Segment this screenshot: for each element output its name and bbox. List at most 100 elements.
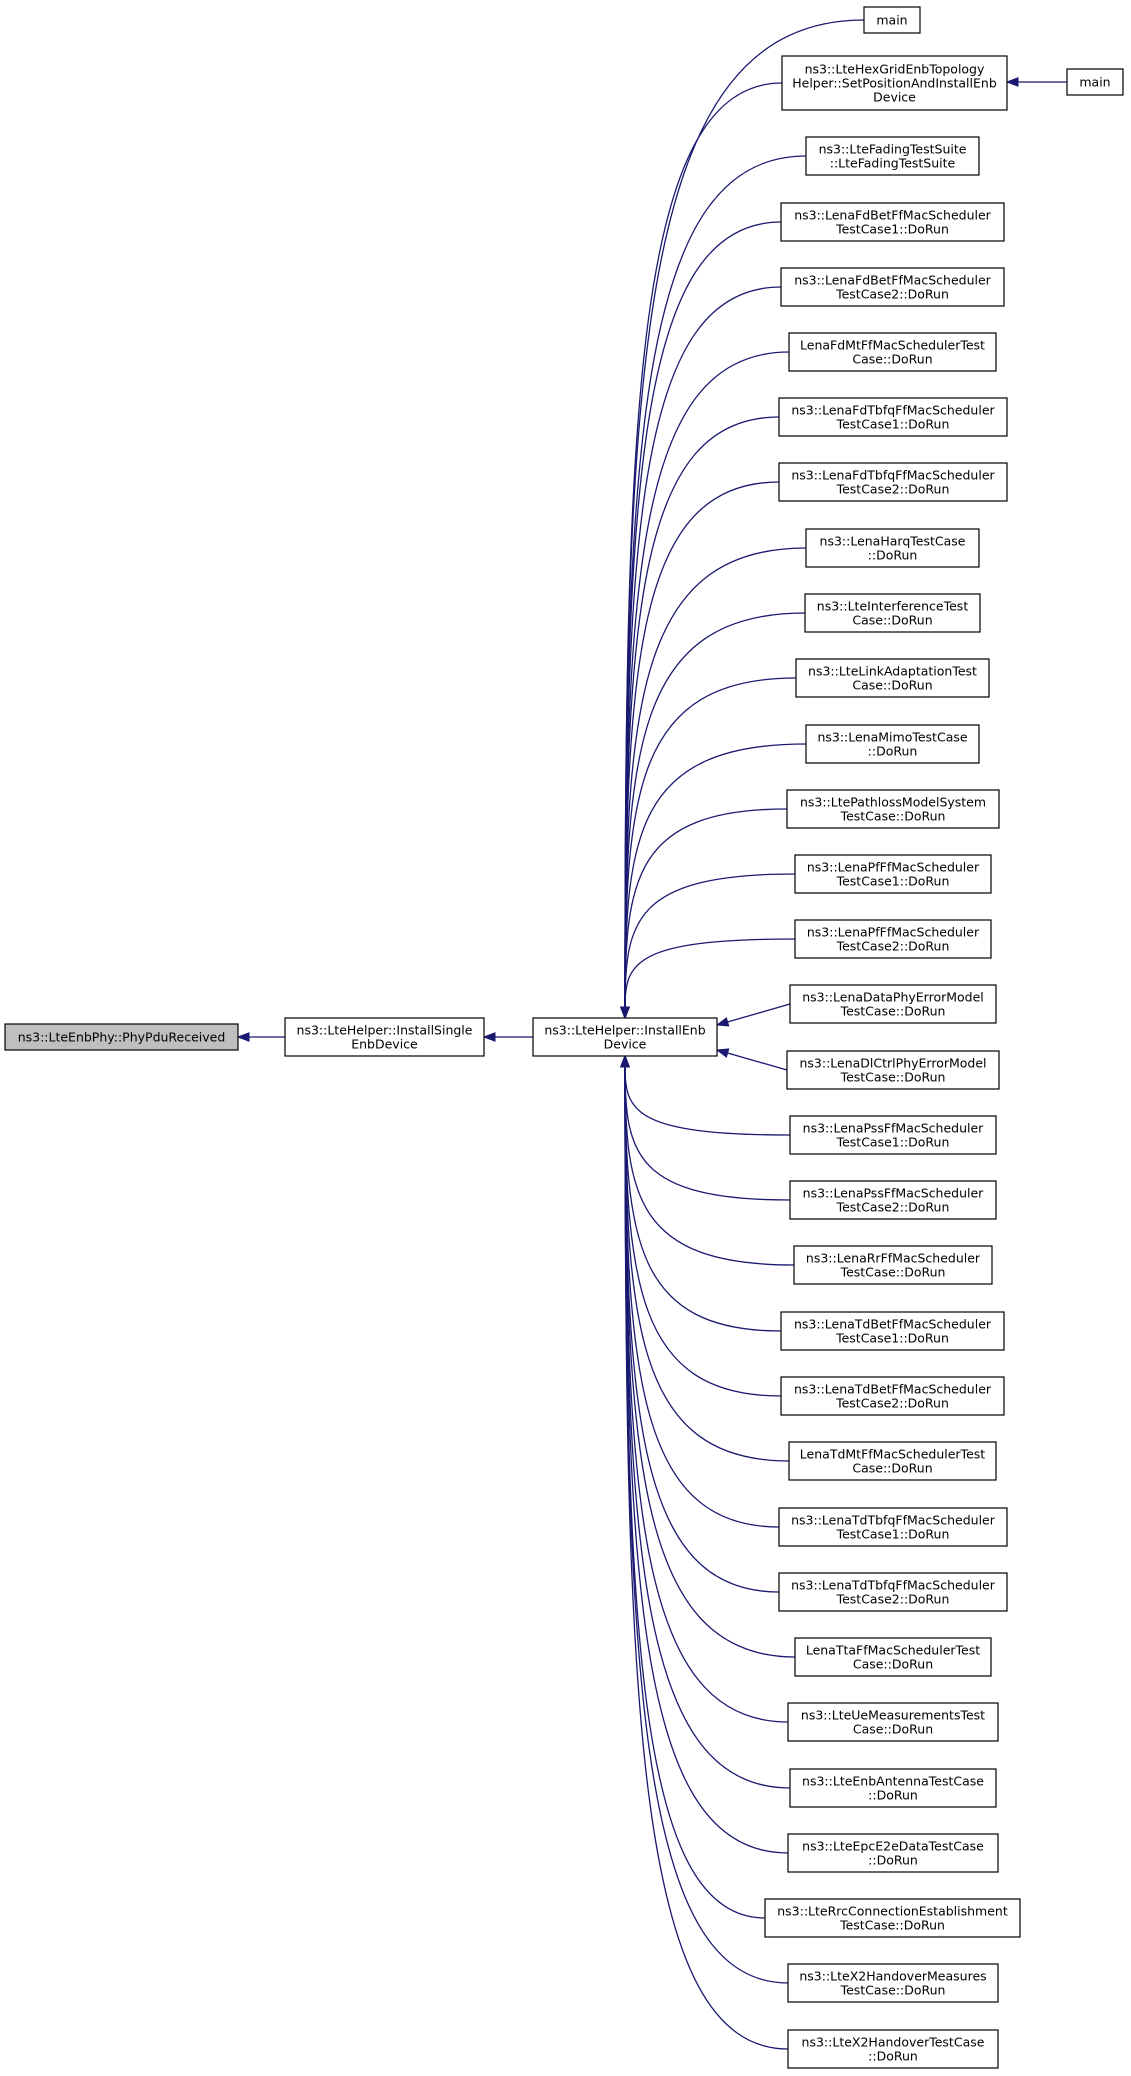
node-label-line: ns3::LenaDlCtrlPhyErrorModel <box>799 1056 986 1071</box>
edge-c30-to-enb <box>624 1066 789 1984</box>
node-caller-c6[interactable]: ns3::LenaFdTbfqFfMacSchedulerTestCase1::… <box>778 397 1008 437</box>
node-caller-c29[interactable]: ns3::LteRrcConnectionEstablishmentTestCa… <box>764 1898 1021 1938</box>
node-caller-c14[interactable]: ns3::LenaPfFfMacSchedulerTestCase2::DoRu… <box>794 919 992 959</box>
node-caller-c9-box <box>804 593 981 633</box>
node-caller-c0-box <box>863 6 921 34</box>
node-caller-c16-box <box>786 1050 1000 1090</box>
node-label-line: LenaTtaFfMacSchedulerTest <box>806 1643 980 1658</box>
node-caller-c1[interactable]: ns3::LteHexGridEnbTopologyHelper::SetPos… <box>781 55 1008 111</box>
node-caller-c27[interactable]: ns3::LteEnbAntennaTestCase::DoRun <box>789 1768 997 1808</box>
edge-main-to-hexgrid-arrowhead <box>1005 77 1019 87</box>
node-hexgrid-main[interactable]: main <box>1066 68 1124 96</box>
node-caller-c0[interactable]: main <box>863 6 921 34</box>
node-label-line: ns3::LenaFdBetFfMacScheduler <box>794 208 991 223</box>
node-label-line: ns3::LteLinkAdaptationTest <box>808 664 977 679</box>
node-caller-c20[interactable]: ns3::LenaTdBetFfMacSchedulerTestCase1::D… <box>780 1311 1005 1351</box>
node-phypdureceived-box <box>4 1023 239 1051</box>
node-label-line: Case::DoRun <box>853 1657 933 1672</box>
edge-c11-to-enb <box>624 743 807 1008</box>
node-caller-c25-box <box>794 1637 992 1677</box>
node-label-line: ns3::LenaMimoTestCase <box>817 730 967 745</box>
edge-c27-to-enb <box>624 1066 791 1789</box>
node-caller-c18[interactable]: ns3::LenaPssFfMacSchedulerTestCase2::DoR… <box>789 1180 997 1220</box>
node-caller-c21[interactable]: ns3::LenaTdBetFfMacSchedulerTestCase2::D… <box>780 1376 1005 1416</box>
node-caller-c16[interactable]: ns3::LenaDlCtrlPhyErrorModelTestCase::Do… <box>786 1050 1000 1090</box>
node-caller-c31[interactable]: ns3::LteX2HandoverTestCase::DoRun <box>787 2029 999 2069</box>
node-label-line: ns3::LenaFdTbfqFfMacScheduler <box>791 468 995 483</box>
node-label-line: ::DoRun <box>868 1853 918 1868</box>
node-caller-c21-box <box>780 1376 1005 1416</box>
node-label-line: ns3::LteEpcE2eDataTestCase <box>802 1839 984 1854</box>
node-caller-c7-box <box>778 462 1008 502</box>
node-installenbdevice-box <box>532 1017 718 1057</box>
node-label-line: Device <box>604 1037 647 1052</box>
node-label-line: Case::DoRun <box>852 1461 932 1476</box>
node-label-line: ns3::LteHexGridEnbTopology <box>805 62 985 77</box>
edge-c13-to-enb <box>624 873 796 1008</box>
node-caller-c30-box <box>787 1963 999 2003</box>
edge-c16-to-enb-arrowhead <box>715 1048 730 1058</box>
node-label-line: TestCase::DoRun <box>840 1004 946 1019</box>
node-label-line: ::DoRun <box>868 744 918 759</box>
node-caller-c11[interactable]: ns3::LenaMimoTestCase::DoRun <box>805 724 980 764</box>
node-installsingleenbdevice-box <box>284 1017 485 1057</box>
node-caller-c4[interactable]: ns3::LenaFdBetFfMacSchedulerTestCase2::D… <box>780 267 1005 307</box>
edge-c7-to-enb <box>624 481 780 1008</box>
node-caller-c13[interactable]: ns3::LenaPfFfMacSchedulerTestCase1::DoRu… <box>794 854 992 894</box>
node-caller-c2[interactable]: ns3::LteFadingTestSuite::LteFadingTestSu… <box>805 136 980 176</box>
node-caller-c6-box <box>778 397 1008 437</box>
node-caller-c8[interactable]: ns3::LenaHarqTestCase::DoRun <box>805 528 980 568</box>
node-caller-c28[interactable]: ns3::LteEpcE2eDataTestCase::DoRun <box>787 1833 999 1873</box>
node-caller-c17[interactable]: ns3::LenaPssFfMacSchedulerTestCase1::DoR… <box>789 1115 997 1155</box>
edge-c17-to-enb <box>624 1066 791 1136</box>
node-phypdureceived[interactable]: ns3::LteEnbPhy::PhyPduReceived <box>4 1023 239 1051</box>
node-label-line: ns3::LteFadingTestSuite <box>819 142 967 157</box>
node-caller-c12-box <box>786 789 1000 829</box>
edge-c8-to-enb <box>624 547 807 1008</box>
node-caller-c30[interactable]: ns3::LteX2HandoverMeasuresTestCase::DoRu… <box>787 1963 999 2003</box>
node-label-line: TestCase1::DoRun <box>836 874 950 889</box>
node-caller-c1-box <box>781 55 1008 111</box>
node-caller-c15[interactable]: ns3::LenaDataPhyErrorModelTestCase::DoRu… <box>789 984 997 1024</box>
node-label-line: ns3::LenaTdBetFfMacScheduler <box>794 1317 992 1332</box>
node-label-line: EnbDevice <box>351 1037 418 1052</box>
node-label-line: ::DoRun <box>868 2049 918 2064</box>
node-caller-c17-box <box>789 1115 997 1155</box>
node-label-line: TestCase2::DoRun <box>836 1592 950 1607</box>
edge-c16-to-enb <box>727 1052 788 1071</box>
node-label-line: Helper::SetPositionAndInstallEnb <box>792 76 997 91</box>
node-label-line: main <box>1079 75 1110 90</box>
node-label-line: ns3::LenaTdBetFfMacScheduler <box>794 1382 992 1397</box>
node-caller-c7[interactable]: ns3::LenaFdTbfqFfMacSchedulerTestCase2::… <box>778 462 1008 502</box>
node-label-line: ns3::LenaPssFfMacScheduler <box>803 1186 985 1201</box>
node-caller-c3[interactable]: ns3::LenaFdBetFfMacSchedulerTestCase1::D… <box>780 202 1005 242</box>
node-label-line: ns3::LteHelper::InstallSingle <box>297 1023 473 1038</box>
node-caller-c13-box <box>794 854 992 894</box>
node-label-line: Device <box>873 90 916 105</box>
node-label-line: TestCase1::DoRun <box>835 222 949 237</box>
node-caller-c15-box <box>789 984 997 1024</box>
node-caller-c14-box <box>794 919 992 959</box>
node-caller-c23[interactable]: ns3::LenaTdTbfqFfMacSchedulerTestCase1::… <box>778 1507 1008 1547</box>
node-caller-c8-box <box>805 528 980 568</box>
edge-c31-to-enb-arrowhead <box>620 1054 630 1068</box>
node-label-line: ns3::LenaTdTbfqFfMacScheduler <box>791 1578 996 1593</box>
node-caller-c24[interactable]: ns3::LenaTdTbfqFfMacSchedulerTestCase2::… <box>778 1572 1008 1612</box>
node-caller-c12[interactable]: ns3::LtePathlossModelSystemTestCase::DoR… <box>786 789 1000 829</box>
node-label-line: ::LteFadingTestSuite <box>830 156 956 171</box>
node-caller-c27-box <box>789 1768 997 1808</box>
node-label-line: TestCase::DoRun <box>840 1983 946 1998</box>
edges-layer <box>236 19 1067 2050</box>
node-hexgrid-main-box <box>1066 68 1124 96</box>
node-caller-c3-box <box>780 202 1005 242</box>
